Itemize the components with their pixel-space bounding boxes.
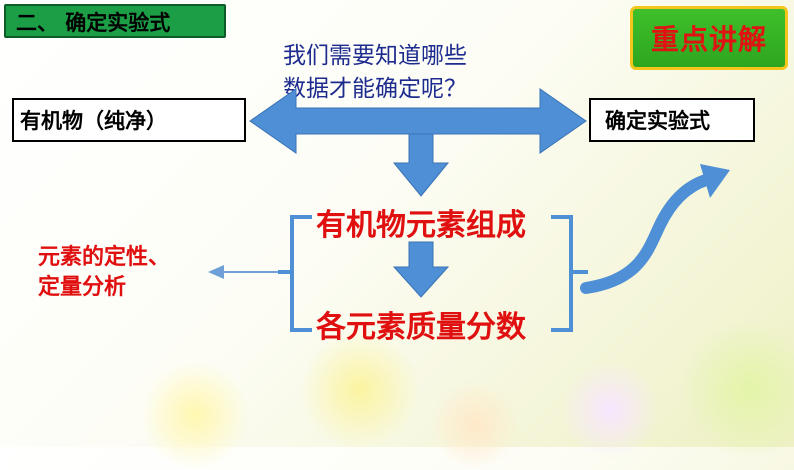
- side-note-line-2: 定量分析: [38, 275, 127, 300]
- double-arrow: [249, 88, 587, 154]
- left-bracket: [290, 215, 312, 332]
- diagram-arrows: [208, 88, 730, 332]
- empirical-formula-box: 确定实验式: [589, 98, 755, 142]
- question-text: 我们需要知道哪些 数据才能确定呢？: [283, 40, 543, 106]
- side-note-line-1: 元素的定性、: [38, 245, 171, 270]
- organic-compound-label: 有机物（纯净）: [20, 109, 167, 133]
- section-title: 二、 确定实验式: [4, 4, 226, 38]
- question-line-2: 数据才能确定呢？: [283, 76, 467, 102]
- down-arrow-top: [392, 133, 450, 197]
- left-arrow-head: [208, 265, 224, 279]
- down-arrow-middle: [392, 241, 450, 298]
- curved-arrow: [580, 174, 712, 294]
- right-bracket: [551, 215, 573, 332]
- mass-fraction-text: 各元素质量分数: [316, 310, 526, 345]
- side-note: 元素的定性、 定量分析: [38, 243, 170, 303]
- element-composition-text: 有机物元素组成: [316, 208, 526, 243]
- curved-arrow-head: [700, 164, 730, 198]
- empirical-formula-label: 确定实验式: [605, 109, 710, 133]
- key-point-badge: 重点讲解: [630, 6, 788, 70]
- question-line-1: 我们需要知道哪些: [283, 43, 467, 69]
- organic-compound-box: 有机物（纯净）: [12, 98, 246, 142]
